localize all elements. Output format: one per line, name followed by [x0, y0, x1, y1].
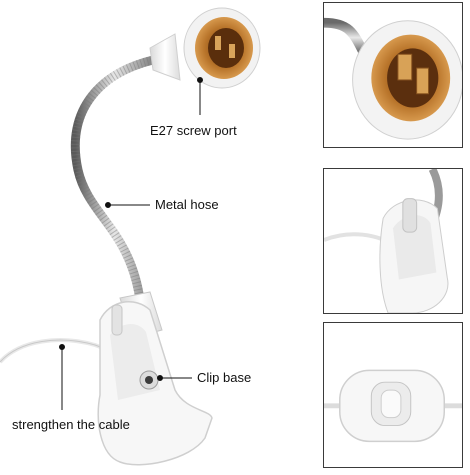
callout-metal-hose: Metal hose	[155, 197, 219, 212]
inset-switch-closeup	[323, 322, 463, 468]
callout-lines	[59, 77, 203, 410]
switch-closeup-image	[324, 369, 462, 443]
clip-closeup-image	[324, 169, 449, 313]
callout-screw-port: E27 screw port	[150, 123, 237, 138]
clip-base	[97, 291, 213, 466]
metal-hose	[70, 53, 167, 305]
inset-socket-closeup	[323, 2, 463, 148]
lamp-illustration	[0, 7, 261, 466]
inset-clip-closeup	[323, 168, 463, 314]
main-product-photo	[0, 7, 261, 466]
callout-cable: strengthen the cable	[12, 417, 130, 432]
lamp-socket	[149, 7, 261, 89]
callout-clip-base: Clip base	[197, 370, 252, 385]
socket-closeup-image	[324, 17, 462, 140]
